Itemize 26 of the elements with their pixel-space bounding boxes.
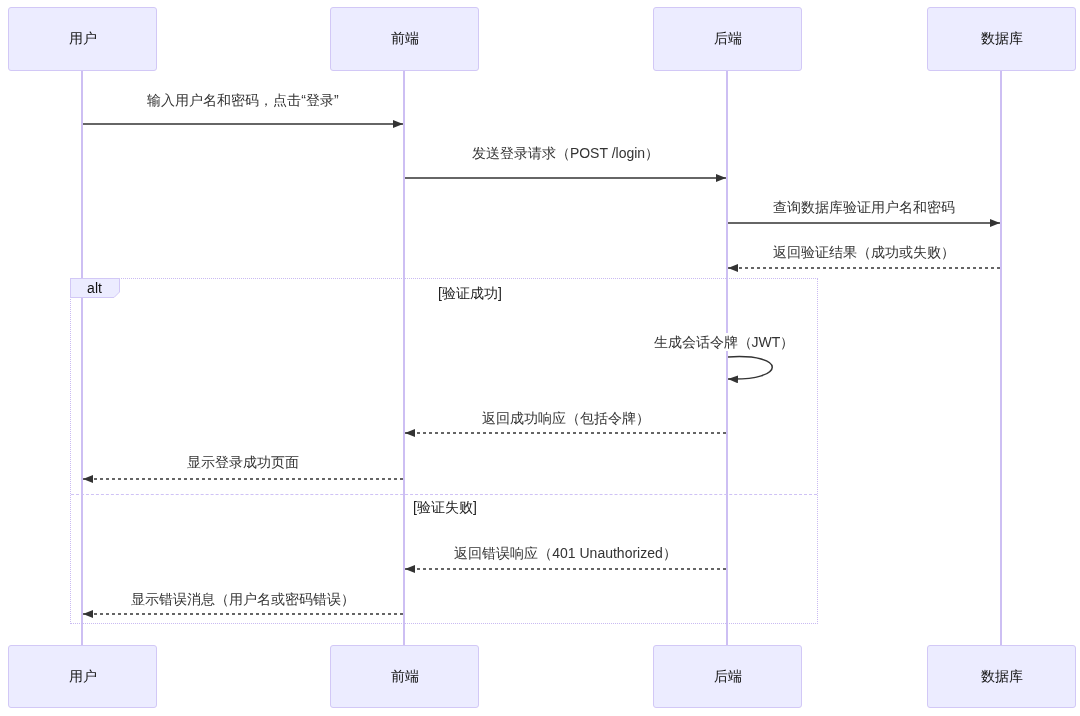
- message-label: 查询数据库验证用户名和密码: [773, 198, 955, 216]
- participant-box: 用户: [8, 7, 157, 71]
- guard-label: [验证成功]: [438, 284, 502, 302]
- participant-box: 前端: [330, 645, 479, 708]
- loop-arrow: [727, 355, 773, 383]
- arrow: [82, 475, 404, 483]
- participant-box: 用户: [8, 645, 157, 708]
- arrow: [404, 429, 727, 437]
- participant-box: 数据库: [927, 7, 1076, 71]
- message-label: 显示登录成功页面: [187, 453, 299, 471]
- arrow: [82, 120, 404, 128]
- message-label: 输入用户名和密码，点击“登录”: [147, 91, 339, 109]
- lifeline: [726, 71, 728, 645]
- lifeline: [81, 71, 83, 645]
- lifeline: [403, 71, 405, 645]
- arrow: [404, 174, 727, 182]
- lifeline: [1000, 71, 1002, 645]
- participant-box: 后端: [653, 7, 802, 71]
- participant-box: 后端: [653, 645, 802, 708]
- participant-box: 前端: [330, 7, 479, 71]
- arrow: [727, 219, 1001, 227]
- arrow: [727, 264, 1001, 272]
- operator-tab: alt: [69, 277, 120, 298]
- arrow: [404, 565, 727, 573]
- arrow: [82, 610, 404, 618]
- participant-box: 数据库: [927, 645, 1076, 708]
